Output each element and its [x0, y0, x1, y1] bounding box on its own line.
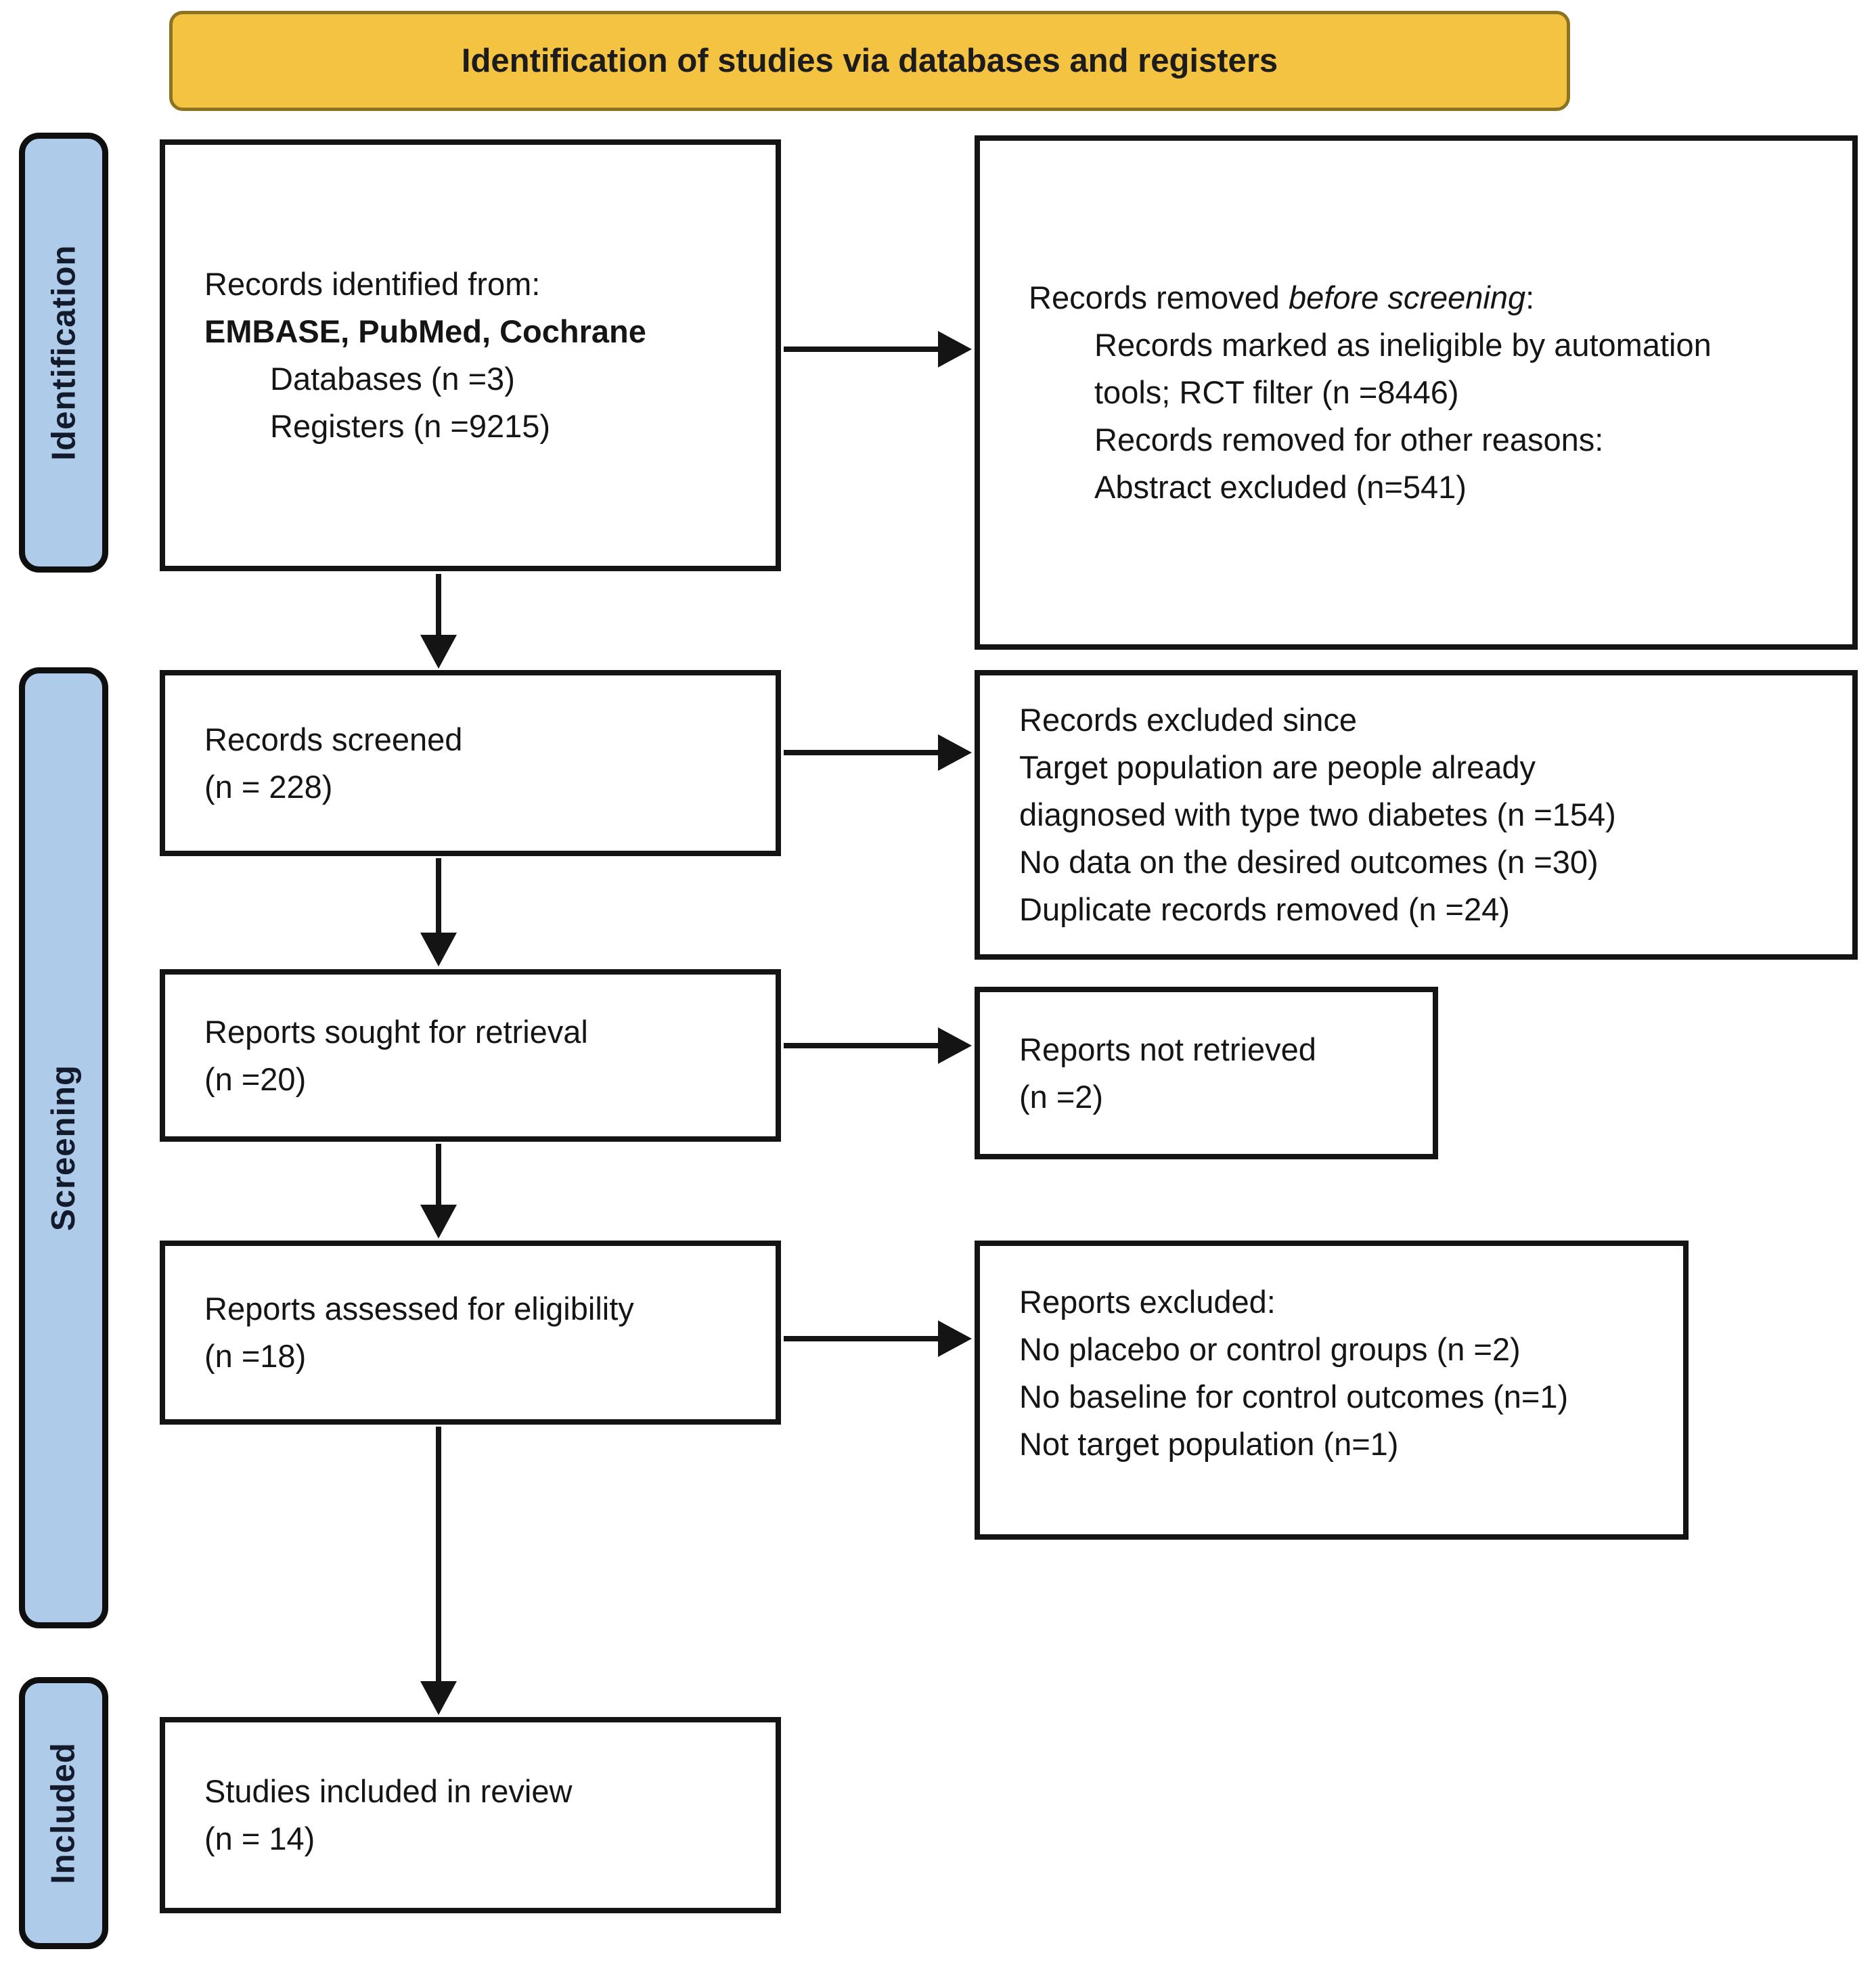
arrow-screened-to-sought-shaft	[436, 858, 441, 934]
arrow-screened-to-excluded-shaft	[784, 750, 939, 755]
records-removed-line1: Records removed before screening:	[1029, 274, 1832, 321]
arrow-screened-to-sought-head	[420, 933, 457, 966]
records-excluded-line1: Records excluded since	[1019, 702, 1357, 738]
arrow-identified-to-removed-shaft	[784, 347, 939, 352]
arrow-assessed-to-included-head	[420, 1681, 457, 1715]
records-removed-line4: Records removed for other reasons:	[1094, 422, 1604, 458]
reports-not-retrieved-line1: Reports not retrieved	[1019, 1031, 1316, 1067]
arrow-assessed-to-reportsexcluded-head	[938, 1320, 972, 1357]
records-excluded-line3: diagnosed with type two diabetes (n =154…	[1019, 797, 1616, 832]
records-removed-line2: Records marked as ineligible by automati…	[1094, 327, 1712, 363]
phase-included-label: Included	[45, 1742, 82, 1884]
records-identified-line1: Records identified from:	[204, 266, 541, 302]
box-records-identified: Records identified from: EMBASE, PubMed,…	[160, 139, 781, 571]
phase-screening-label: Screening	[45, 1065, 83, 1231]
arrow-identified-to-removed-head	[938, 331, 972, 367]
records-identified-line2: EMBASE, PubMed, Cochrane	[204, 313, 646, 349]
arrow-sought-to-assessed-head	[420, 1205, 457, 1239]
phase-included: Included	[19, 1677, 108, 1949]
arrow-identified-to-screened-shaft	[436, 574, 441, 636]
arrow-assessed-to-included-shaft	[436, 1427, 441, 1682]
reports-excluded-line1: Reports excluded:	[1019, 1284, 1276, 1320]
records-removed-line1-normal: Records removed	[1029, 280, 1289, 315]
records-identified-line4: Registers (n =9215)	[270, 408, 551, 444]
records-excluded-line4: No data on the desired outcomes (n =30)	[1019, 844, 1599, 880]
studies-included-line1: Studies included in review	[204, 1773, 573, 1809]
records-removed-line1-colon: :	[1525, 280, 1535, 315]
arrow-sought-to-notretrieved-head	[938, 1027, 972, 1064]
studies-included-line2: (n = 14)	[204, 1821, 315, 1856]
phase-identification: Identification	[19, 133, 108, 573]
reports-excluded-line3: No baseline for control outcomes (n=1)	[1019, 1379, 1569, 1414]
banner-title-text: Identification of studies via databases …	[461, 43, 1278, 79]
box-records-excluded: Records excluded since Target population…	[975, 670, 1858, 960]
records-removed-line1-italic: before screening	[1289, 280, 1526, 315]
records-screened-line1: Records screened	[204, 721, 463, 757]
arrow-identified-to-screened-head	[420, 635, 457, 669]
arrow-sought-to-assessed-shaft	[436, 1144, 441, 1206]
reports-assessed-line2: (n =18)	[204, 1338, 307, 1374]
box-records-screened: Records screened (n = 228)	[160, 670, 781, 856]
arrow-sought-to-notretrieved-shaft	[784, 1043, 939, 1048]
box-records-removed-before-screening: Records removed before screening: Record…	[975, 135, 1858, 650]
reports-excluded-line4: Not target population (n=1)	[1019, 1426, 1399, 1462]
arrow-screened-to-excluded-head	[938, 734, 972, 771]
reports-sought-line2: (n =20)	[204, 1061, 307, 1097]
phase-screening: Screening	[19, 667, 108, 1628]
records-excluded-line2: Target population are people already	[1019, 749, 1536, 785]
records-removed-line5: Abstract excluded (n=541)	[1094, 469, 1467, 505]
arrow-assessed-to-reportsexcluded-shaft	[784, 1336, 939, 1341]
records-identified-line3: Databases (n =3)	[270, 361, 515, 397]
box-reports-assessed: Reports assessed for eligibility (n =18)	[160, 1241, 781, 1425]
box-reports-not-retrieved: Reports not retrieved (n =2)	[975, 987, 1438, 1159]
records-excluded-line5: Duplicate records removed (n =24)	[1019, 891, 1510, 927]
phase-identification-label: Identification	[45, 244, 83, 461]
box-studies-included: Studies included in review (n = 14)	[160, 1717, 781, 1913]
records-screened-line2: (n = 228)	[204, 768, 333, 805]
box-reports-sought: Reports sought for retrieval (n =20)	[160, 969, 781, 1142]
reports-not-retrieved-line2: (n =2)	[1019, 1078, 1104, 1115]
reports-excluded-line2: No placebo or control groups (n =2)	[1019, 1331, 1521, 1367]
reports-sought-line1: Reports sought for retrieval	[204, 1013, 588, 1050]
banner-title: Identification of studies via databases …	[169, 11, 1570, 111]
box-reports-excluded: Reports excluded: No placebo or control …	[975, 1241, 1689, 1540]
records-removed-line3: tools; RCT filter (n =8446)	[1094, 374, 1459, 410]
reports-assessed-line1: Reports assessed for eligibility	[204, 1291, 634, 1326]
